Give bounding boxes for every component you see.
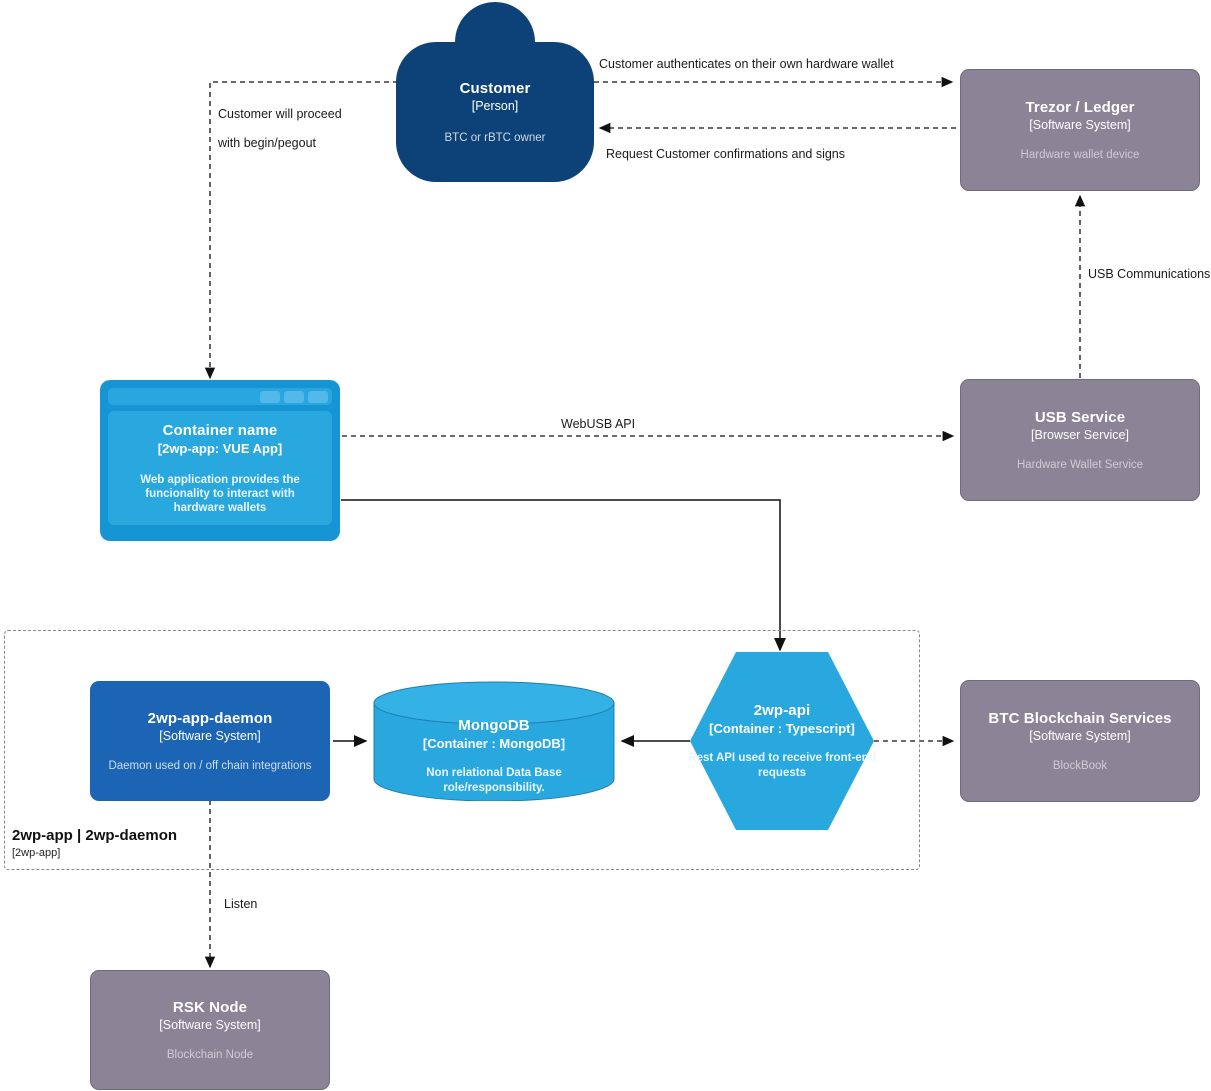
node-type: [Container : Typescript] — [709, 721, 855, 736]
database-cylinder-icon — [373, 681, 615, 801]
node-type: [Software System] — [1029, 117, 1131, 132]
edge-label-usb-communications: USB Communications — [1088, 267, 1211, 281]
browser-window-button-icon — [284, 390, 304, 403]
node-description: Non relational Data Base role/responsibi… — [426, 767, 562, 794]
node-customer[interactable]: Customer [Person] BTC or rBTC owner — [396, 2, 594, 182]
node-description: BlockBook — [1052, 759, 1108, 772]
node-type: [Container : MongoDB] — [422, 736, 566, 751]
browser-window-button-icon — [308, 390, 328, 403]
node-web-app[interactable]: Container name [2wp-app: VUE App] Web ap… — [100, 380, 340, 541]
edge-label-customer-to-wallet: Customer authenticates on their own hard… — [599, 57, 894, 71]
node-2wp-api[interactable]: 2wp-api [Container : Typescript] Rest AP… — [688, 652, 876, 830]
node-type: [Software System] — [159, 728, 261, 743]
node-title: Customer — [459, 79, 531, 97]
node-mongodb[interactable]: MongoDB [Container : MongoDB] Non relati… — [373, 681, 615, 801]
boundary-2wp-app — [4, 630, 920, 870]
boundary-name: 2wp-app | 2wp-daemon — [12, 827, 178, 844]
node-title: Trezor / Ledger — [1025, 98, 1135, 116]
node-type: [Software System] — [159, 1017, 261, 1032]
node-description: Blockchain Node — [166, 1048, 254, 1061]
node-type: [Software System] — [1029, 728, 1131, 743]
node-title: USB Service — [1034, 408, 1126, 426]
edge-label-customer-to-webapp-line2: with begin/pegout — [218, 136, 316, 150]
node-type: [Browser Service] — [1031, 427, 1129, 442]
node-title: RSK Node — [172, 998, 248, 1016]
edge-label-wallet-to-customer: Request Customer confirmations and signs — [606, 147, 846, 161]
boundary-label: 2wp-app | 2wp-daemon [2wp-app] — [12, 826, 312, 861]
boundary-type: [2wp-app] — [12, 847, 61, 859]
node-description: Hardware Wallet Service — [1016, 458, 1144, 471]
mongodb-text: MongoDB [Container : MongoDB] Non relati… — [373, 717, 615, 795]
node-type: [Person] — [471, 98, 519, 113]
node-rsk-node[interactable]: RSK Node [Software System] Blockchain No… — [90, 970, 330, 1090]
browser-title-bar — [108, 388, 332, 405]
node-description: Daemon used on / off chain integrations — [108, 759, 312, 772]
edge-customer-to-webapp — [204, 81, 398, 380]
node-btc-blockchain-services[interactable]: BTC Blockchain Services [Software System… — [960, 680, 1200, 802]
edge-label-webusb-api: WebUSB API — [561, 417, 636, 431]
edge-label-listen: Listen — [224, 897, 258, 911]
node-description: Rest API used to receive front-end reque… — [688, 752, 876, 779]
edge-webapp-to-api — [341, 499, 786, 652]
node-title: MongoDB — [458, 717, 530, 734]
node-title: 2wp-api — [753, 702, 811, 719]
node-description: BTC or rBTC owner — [444, 131, 546, 144]
node-title: 2wp-app-daemon — [147, 709, 273, 727]
browser-window-button-icon — [260, 390, 280, 403]
node-title: Container name — [162, 422, 278, 439]
node-2wp-app-daemon[interactable]: 2wp-app-daemon [Software System] Daemon … — [90, 681, 330, 801]
node-usb-service[interactable]: USB Service [Browser Service] Hardware W… — [960, 379, 1200, 501]
api-text: 2wp-api [Container : Typescript] Rest AP… — [660, 652, 904, 830]
edge-label-customer-to-webapp-line1: Customer will proceed — [218, 107, 342, 121]
node-type: [2wp-app: VUE App] — [157, 441, 283, 456]
node-trezor-ledger[interactable]: Trezor / Ledger [Software System] Hardwa… — [960, 69, 1200, 191]
person-body: Customer [Person] BTC or rBTC owner — [396, 42, 594, 182]
browser-content: Container name [2wp-app: VUE App] Web ap… — [108, 411, 332, 525]
node-description: Web application provides the funcionalit… — [140, 474, 300, 514]
node-description: Hardware wallet device — [1020, 148, 1140, 161]
hexagon-shape-icon — [690, 652, 874, 830]
node-title: BTC Blockchain Services — [988, 709, 1172, 727]
